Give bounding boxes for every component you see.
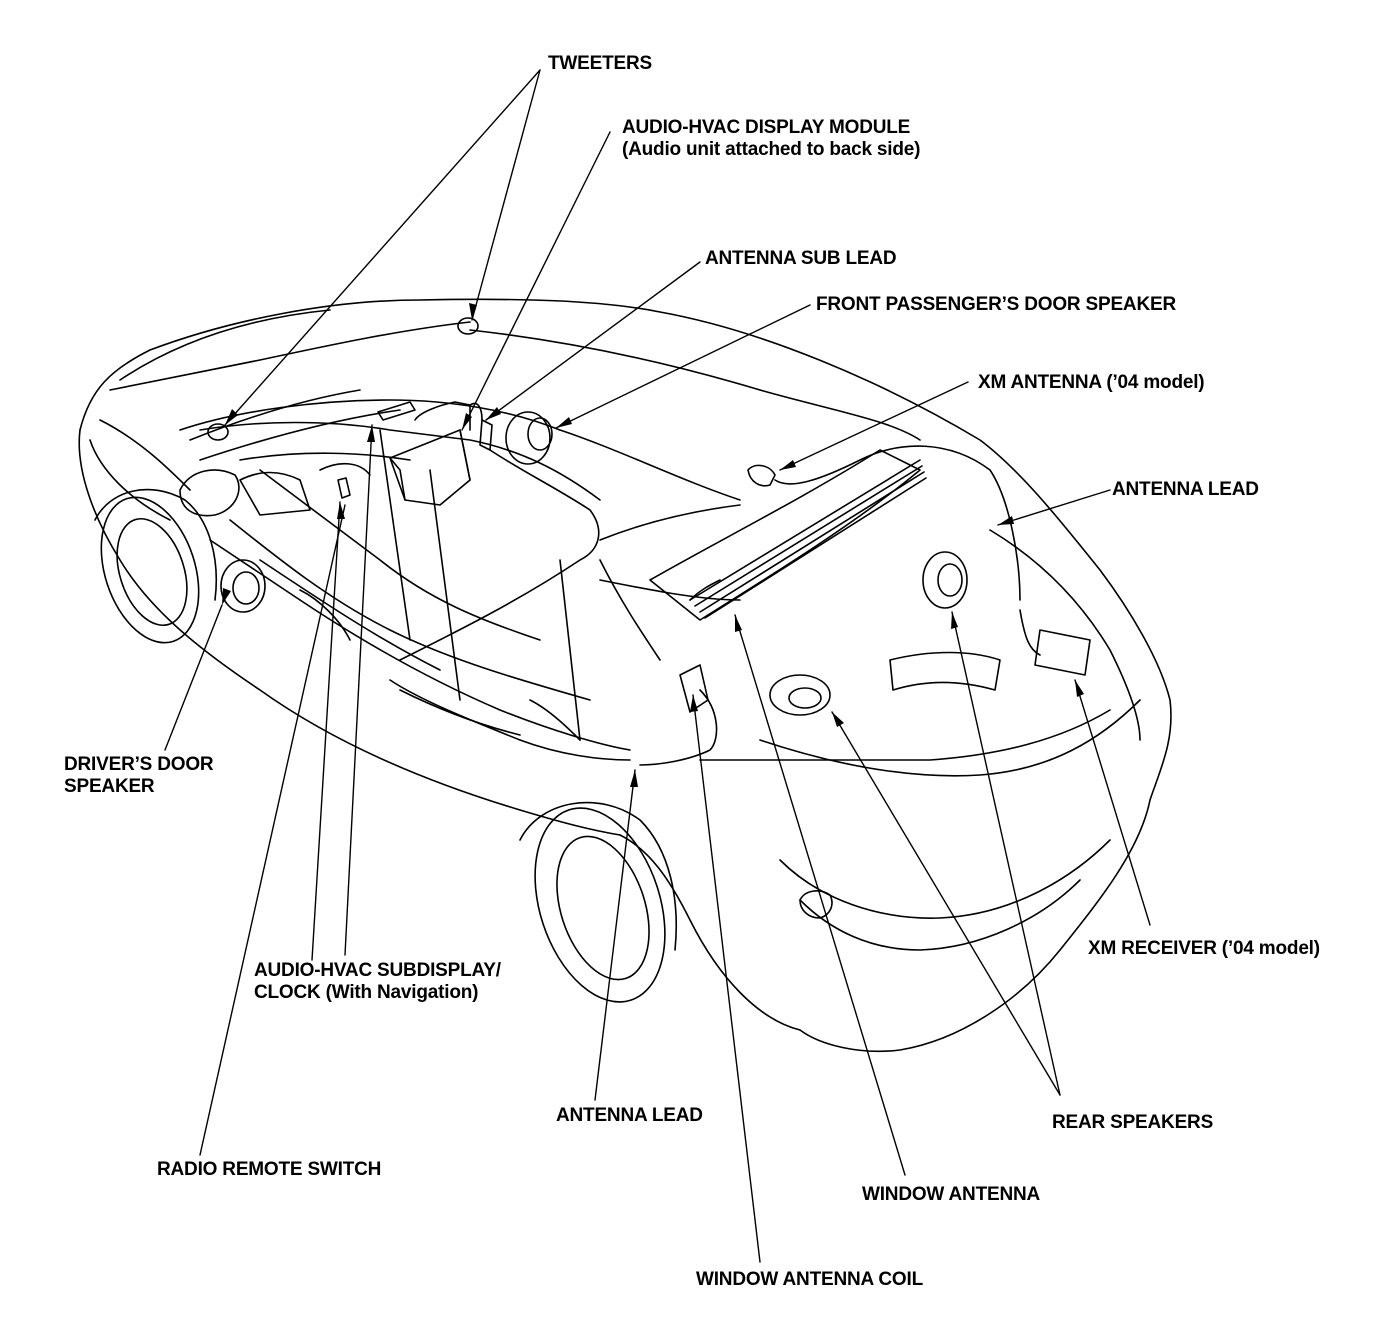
label-tweeters: TWEETERS — [548, 53, 652, 74]
subdisplay-clock — [378, 402, 415, 420]
label-audio-hvac-display-module: AUDIO-HVAC DISPLAY MODULE (Audio unit at… — [622, 117, 920, 161]
front-passenger-door-speaker — [506, 412, 550, 464]
arrow-heads — [222, 303, 1084, 787]
label-subdisplay-line2: CLOCK (With Navigation) — [254, 982, 479, 1003]
label-antenna-lead-bottom: ANTENNA LEAD — [556, 1105, 703, 1126]
car-body-outline — [79, 299, 1171, 1051]
label-antenna-lead-right: ANTENNA LEAD — [1112, 479, 1259, 500]
leader-lines — [165, 70, 1150, 1262]
display-module — [390, 430, 470, 505]
drivers-door-speaker — [221, 560, 265, 612]
label-audio-hvac-display-module-line1: AUDIO-HVAC DISPLAY MODULE — [622, 117, 911, 138]
label-front-passenger-door-speaker: FRONT PASSENGER’S DOOR SPEAKER — [816, 294, 1176, 315]
label-rear-speakers: REAR SPEAKERS — [1052, 1112, 1214, 1133]
label-drivers-door-speaker-line1: DRIVER’S DOOR — [64, 754, 214, 775]
label-audio-hvac-display-module-line2: (Audio unit attached to back side) — [622, 139, 921, 160]
antenna-sub-lead-part — [480, 420, 492, 450]
radio-remote-switch — [338, 478, 350, 498]
label-antenna-sub-lead: ANTENNA SUB LEAD — [705, 248, 897, 269]
tweeter-left — [208, 424, 228, 440]
label-window-antenna-coil: WINDOW ANTENNA COIL — [696, 1269, 923, 1290]
rear-speaker-right — [923, 552, 967, 608]
label-drivers-door-speaker: DRIVER’S DOOR SPEAKER — [64, 754, 214, 798]
xm-antenna — [748, 465, 775, 485]
label-radio-remote-switch: RADIO REMOTE SWITCH — [157, 1159, 382, 1180]
label-audio-hvac-subdisplay-clock: AUDIO-HVAC SUBDISPLAY/ CLOCK (With Navig… — [254, 960, 501, 1004]
label-xm-receiver: XM RECEIVER (’04 model) — [1088, 938, 1320, 959]
tweeter-right — [458, 318, 478, 334]
xm-receiver — [1035, 630, 1090, 675]
audio-components — [208, 318, 1090, 765]
label-window-antenna: WINDOW ANTENNA — [862, 1184, 1041, 1205]
label-subdisplay-line1: AUDIO-HVAC SUBDISPLAY/ — [254, 960, 501, 981]
car-cabin — [180, 330, 926, 760]
label-drivers-door-speaker-line2: SPEAKER — [64, 776, 155, 797]
label-xm-antenna: XM ANTENNA (’04 model) — [978, 372, 1205, 393]
rear-speaker-left — [770, 675, 830, 715]
